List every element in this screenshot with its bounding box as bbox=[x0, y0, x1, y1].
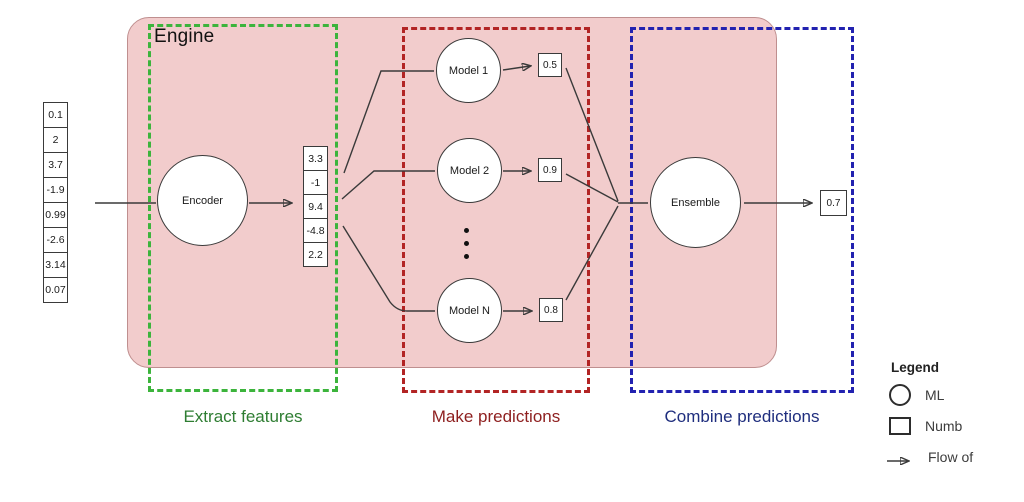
model-1-label: Model 1 bbox=[448, 64, 489, 77]
input-vector-cell: 2 bbox=[43, 127, 68, 153]
legend-item-label: ML bbox=[925, 387, 945, 403]
input-vector: 0.1 2 3.7 -1.9 0.99 -2.6 3.14 0.07 bbox=[43, 102, 68, 303]
legend-item-label: Numb bbox=[925, 418, 963, 434]
extract-features-box bbox=[148, 24, 338, 392]
ensemble-node: Ensemble bbox=[650, 157, 741, 248]
input-vector-cell: 0.07 bbox=[43, 277, 68, 303]
input-vector-cell: 0.1 bbox=[43, 102, 68, 128]
legend-item-flow: Flow of bbox=[885, 446, 973, 468]
feature-vector-cell: 2.2 bbox=[303, 242, 328, 267]
feature-vector-cell: -1 bbox=[303, 170, 328, 195]
ellipsis-dot bbox=[464, 254, 469, 259]
input-vector-cell: 3.14 bbox=[43, 252, 68, 278]
legend: Legend ML Numb Flow of bbox=[885, 360, 973, 468]
extract-features-label: Extract features bbox=[183, 407, 303, 426]
ensemble-label: Ensemble bbox=[671, 196, 720, 209]
model-2-node: Model 2 bbox=[437, 138, 502, 203]
input-vector-cell: -1.9 bbox=[43, 177, 68, 203]
model-n-node: Model N bbox=[437, 278, 502, 343]
input-vector-cell: 0.99 bbox=[43, 202, 68, 228]
input-vector-cell: -2.6 bbox=[43, 227, 68, 253]
model-1-output-box: 0.5 bbox=[538, 53, 562, 77]
feature-vector-cell: 3.3 bbox=[303, 146, 328, 171]
ellipsis-dot bbox=[464, 241, 469, 246]
encoder-label: Encoder bbox=[182, 194, 223, 207]
model-2-output-box: 0.9 bbox=[538, 158, 562, 182]
combine-predictions-box bbox=[630, 27, 854, 393]
circle-icon bbox=[889, 384, 911, 406]
model-n-label: Model N bbox=[449, 304, 490, 317]
feature-vector: 3.3 -1 9.4 -4.8 2.2 bbox=[303, 146, 328, 267]
model-2-label: Model 2 bbox=[449, 164, 490, 177]
legend-item-ml: ML bbox=[885, 384, 973, 406]
legend-item-label: Flow of bbox=[928, 449, 974, 465]
square-icon bbox=[889, 417, 911, 435]
feature-vector-cell: -4.8 bbox=[303, 218, 328, 243]
encoder-node: Encoder bbox=[157, 155, 248, 246]
input-vector-cell: 3.7 bbox=[43, 152, 68, 178]
final-output-box: 0.7 bbox=[820, 190, 847, 216]
combine-predictions-label: Combine predictions bbox=[664, 407, 820, 426]
arrow-icon bbox=[886, 452, 914, 462]
make-predictions-label: Make predictions bbox=[431, 407, 561, 426]
engine-label: Engine bbox=[154, 26, 215, 47]
model-1-node: Model 1 bbox=[436, 38, 501, 103]
legend-title: Legend bbox=[891, 360, 940, 375]
ellipsis-dot bbox=[464, 228, 469, 233]
feature-vector-cell: 9.4 bbox=[303, 194, 328, 219]
legend-item-number: Numb bbox=[885, 415, 973, 437]
model-n-output-box: 0.8 bbox=[539, 298, 563, 322]
